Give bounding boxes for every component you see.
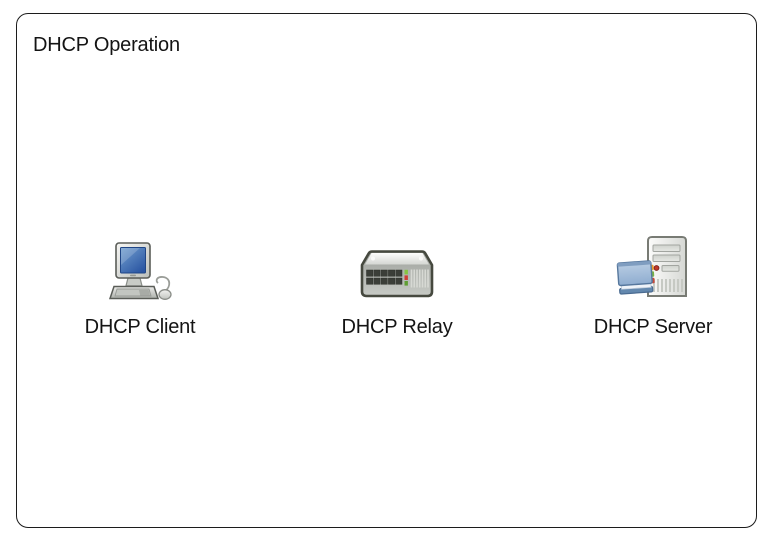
dhcp-client-icon-box xyxy=(106,234,174,304)
node-dhcp-server: DHCP Server xyxy=(568,234,738,339)
dhcp-client-label: DHCP Client xyxy=(84,316,196,338)
server-power-led xyxy=(653,265,660,271)
server-tower-book-icon xyxy=(616,236,687,297)
node-dhcp-client: DHCP Client xyxy=(55,234,225,339)
network-switch-icon xyxy=(360,250,434,298)
dhcp-relay-label: DHCP Relay xyxy=(341,316,453,338)
desktop-computer-icon xyxy=(108,242,172,300)
dhcp-server-label: DHCP Server xyxy=(593,316,713,338)
diagram-title: DHCP Operation xyxy=(33,34,180,56)
switch-led-lights xyxy=(404,269,408,286)
address-book xyxy=(616,260,655,295)
node-dhcp-relay: DHCP Relay xyxy=(312,234,482,339)
dhcp-server-icon-box xyxy=(616,234,690,304)
dhcp-relay-icon-box xyxy=(359,234,435,304)
